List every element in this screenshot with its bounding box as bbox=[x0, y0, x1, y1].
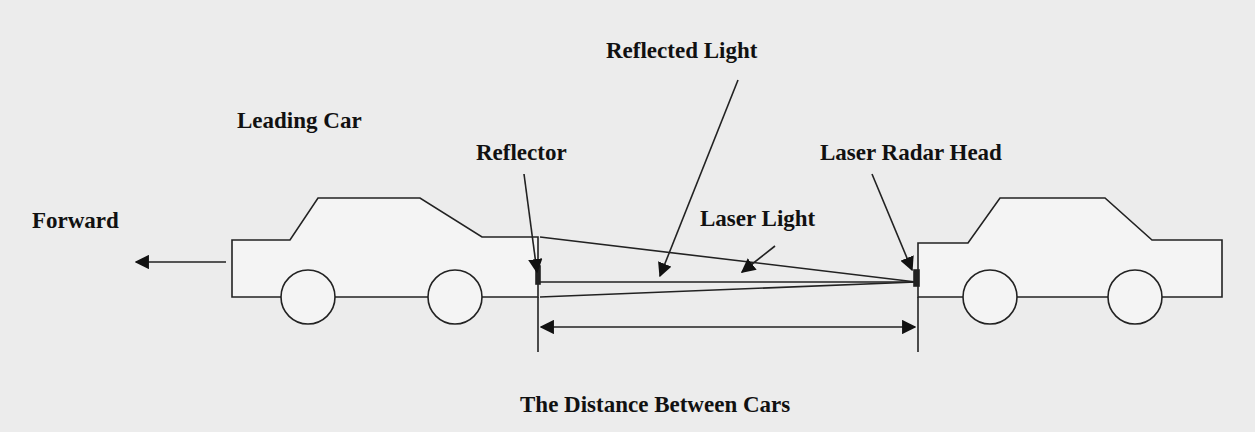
laser-beam bbox=[540, 281, 916, 283]
laser-beam bbox=[540, 237, 916, 282]
laser-beam bbox=[540, 282, 916, 297]
wheel bbox=[428, 270, 482, 324]
direction-label: Forward bbox=[32, 208, 119, 233]
leader-line bbox=[872, 174, 912, 270]
dimension-arrow bbox=[541, 326, 915, 328]
following-car-body bbox=[918, 198, 1222, 297]
reflected-light-label: Reflected Light bbox=[606, 38, 757, 63]
forward-arrow bbox=[136, 261, 226, 263]
laser-light-label: Laser Light bbox=[700, 206, 815, 231]
radar-head bbox=[914, 270, 919, 286]
leading-car-body bbox=[232, 198, 538, 297]
leader-line bbox=[524, 174, 537, 272]
extension-line bbox=[537, 297, 539, 352]
extension-line bbox=[917, 297, 919, 352]
dimension-label: The Distance Between Cars bbox=[520, 392, 790, 417]
radar-head-label: Laser Radar Head bbox=[820, 140, 1002, 165]
car-label: Leading Car bbox=[237, 108, 362, 133]
wheel bbox=[1108, 270, 1162, 324]
leader-line bbox=[742, 246, 775, 272]
wheel bbox=[963, 270, 1017, 324]
reflector-label: Reflector bbox=[476, 140, 567, 165]
wheel bbox=[281, 270, 335, 324]
leader-line bbox=[660, 80, 738, 276]
